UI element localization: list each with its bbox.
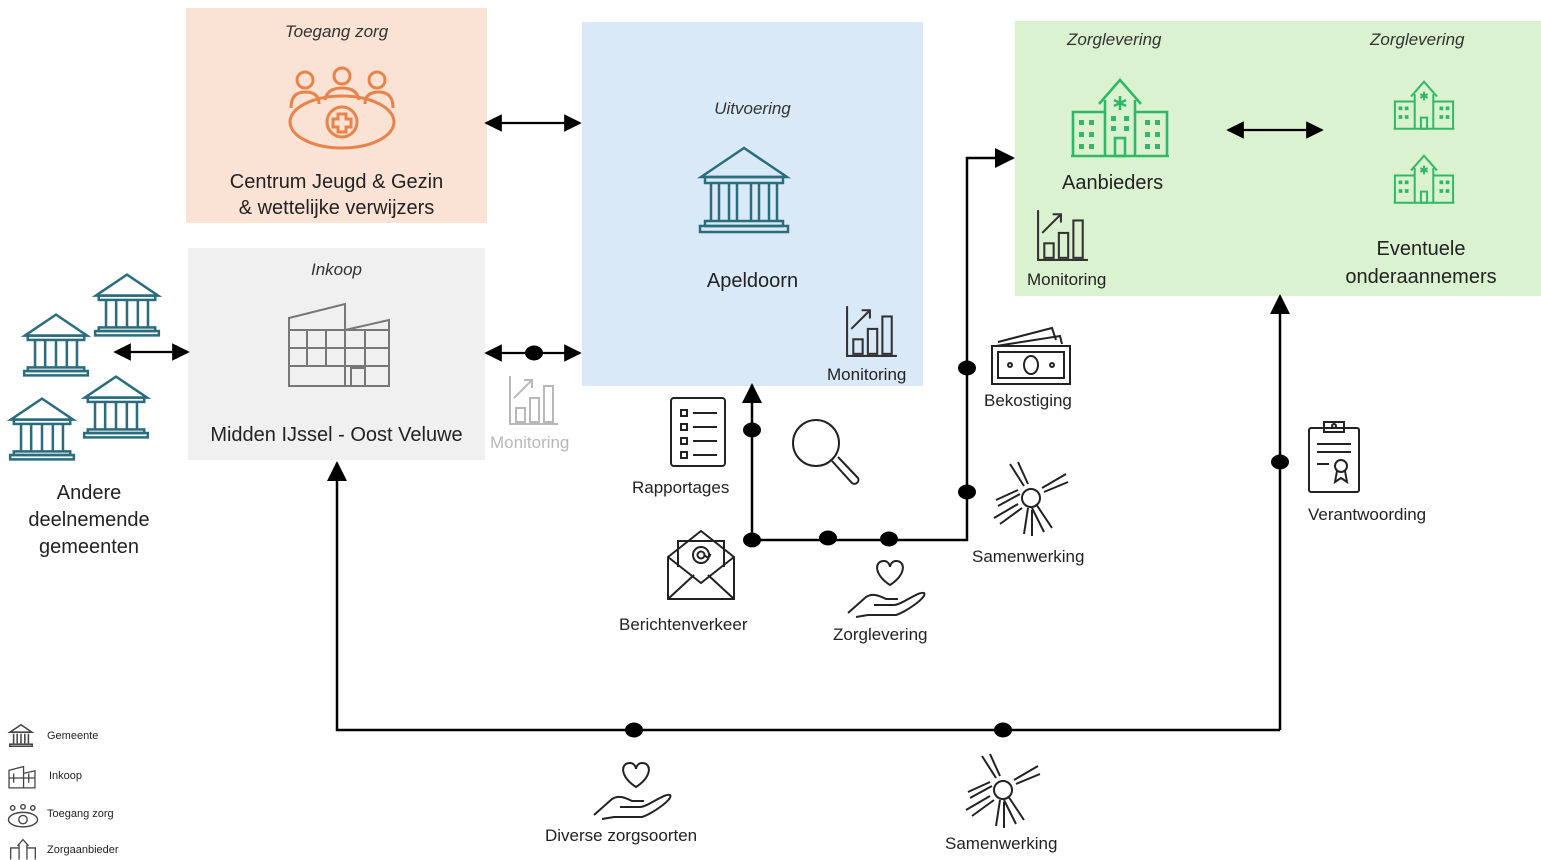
samenwerking-bottom-label: Samenwerking — [945, 834, 1058, 853]
dot-diverse-zorgsoorten — [625, 722, 643, 738]
care-provider-icon — [1393, 80, 1455, 130]
legend-label-inkoop: Inkoop — [49, 770, 83, 782]
heart-hand-icon — [593, 761, 672, 820]
care-provider-icon — [1071, 78, 1169, 158]
report-list-icon — [670, 397, 726, 467]
dot-bekostiging — [958, 360, 976, 376]
bekostiging-label: Bekostiging — [984, 391, 1072, 410]
onderaannemers-label: Eventuele onderaannemers — [1345, 238, 1497, 288]
toegang-zorg-title: Toegang zorg — [284, 22, 389, 41]
legend-label-zorgaanbieder: Zorgaanbieder — [47, 844, 119, 856]
municipality-icon — [91, 273, 163, 337]
care-provider-icon — [1393, 154, 1455, 204]
inkoop-monitoring-label: Monitoring — [490, 433, 570, 452]
monitoring-chart-icon — [846, 306, 897, 357]
toegang-zorg-panel: Toegang zorg Centrum Jeugd & Gezin & wet… — [186, 8, 487, 223]
uitvoering-panel: Uitvoering Apeldoorn — [582, 22, 923, 386]
municipality-icon — [20, 313, 92, 377]
zorglevering-flow-label: Zorglevering — [833, 625, 928, 644]
dot-inkoop-arrow — [525, 345, 543, 361]
municipality-icon — [7, 723, 35, 747]
municipality-icon — [696, 146, 792, 234]
dot-zorglevering-2 — [880, 531, 898, 547]
line-to-aanbieders — [752, 148, 1015, 542]
municipalities-label: Andere deelnemende gemeenten — [28, 482, 150, 558]
uitvoering-title: Uitvoering — [714, 99, 791, 118]
monitoring-chart-icon — [1037, 210, 1088, 261]
toegang-zorg-label: Centrum Jeugd & Gezin & wettelijke verwi… — [229, 171, 444, 219]
monitoring-chart-icon — [509, 376, 558, 425]
zorglevering-panel: Zorglevering Zorglevering Aanbieders Eve… — [1015, 21, 1541, 296]
magnifier-icon — [792, 419, 860, 485]
certificate-clipboard-icon — [1308, 421, 1360, 493]
line-bottom-to-inkoop — [327, 461, 1280, 732]
teamwork-hands-icon — [993, 461, 1069, 536]
dot-verantwoording — [1271, 454, 1289, 470]
dot-rapportages — [743, 422, 761, 438]
samenwerking-top-label: Samenwerking — [972, 547, 1085, 566]
care-access-icon — [288, 66, 396, 150]
dot-samenwerking-top — [958, 484, 976, 500]
zorglevering-title-left: Zorglevering — [1067, 30, 1162, 49]
dot-zorglevering-1 — [819, 530, 837, 546]
inkoop-panel: Inkoop Midden IJssel - Oost Veluwe — [188, 248, 485, 460]
care-provider-icon — [10, 838, 36, 860]
email-envelope-icon — [667, 529, 735, 600]
inkoop-title: Inkoop — [310, 260, 363, 279]
zorglevering-title-right: Zorglevering — [1370, 30, 1465, 49]
uitvoering-monitoring-label: Monitoring — [827, 365, 907, 384]
aanbieders-label: Aanbieders — [1062, 172, 1164, 194]
berichtenverkeer-label: Berichtenverkeer — [619, 615, 748, 634]
zorglevering-monitoring-label: Monitoring — [1027, 270, 1107, 289]
verantwoording-label: Verantwoording — [1308, 505, 1427, 524]
dot-berichten — [743, 532, 761, 548]
care-access-icon — [7, 803, 39, 828]
money-bills-icon — [991, 326, 1071, 385]
uitvoering-label: Apeldoorn — [706, 270, 799, 292]
municipality-icon — [6, 397, 78, 461]
teamwork-hands-icon — [965, 753, 1041, 828]
municipality-icon — [80, 375, 152, 439]
purchasing-building-icon — [8, 765, 36, 789]
legend-label-toegang-zorg: Toegang zorg — [47, 808, 114, 820]
heart-hand-icon — [847, 559, 926, 618]
purchasing-building-icon — [288, 302, 390, 387]
rapportages-label: Rapportages — [632, 478, 730, 497]
legend-label-gemeente: Gemeente — [47, 730, 99, 742]
inkoop-label: Midden IJssel - Oost Veluwe — [210, 424, 463, 446]
diverse-zorgsoorten-label: Diverse zorgsoorten — [545, 826, 698, 845]
dot-samenwerking-bottom — [994, 722, 1012, 738]
